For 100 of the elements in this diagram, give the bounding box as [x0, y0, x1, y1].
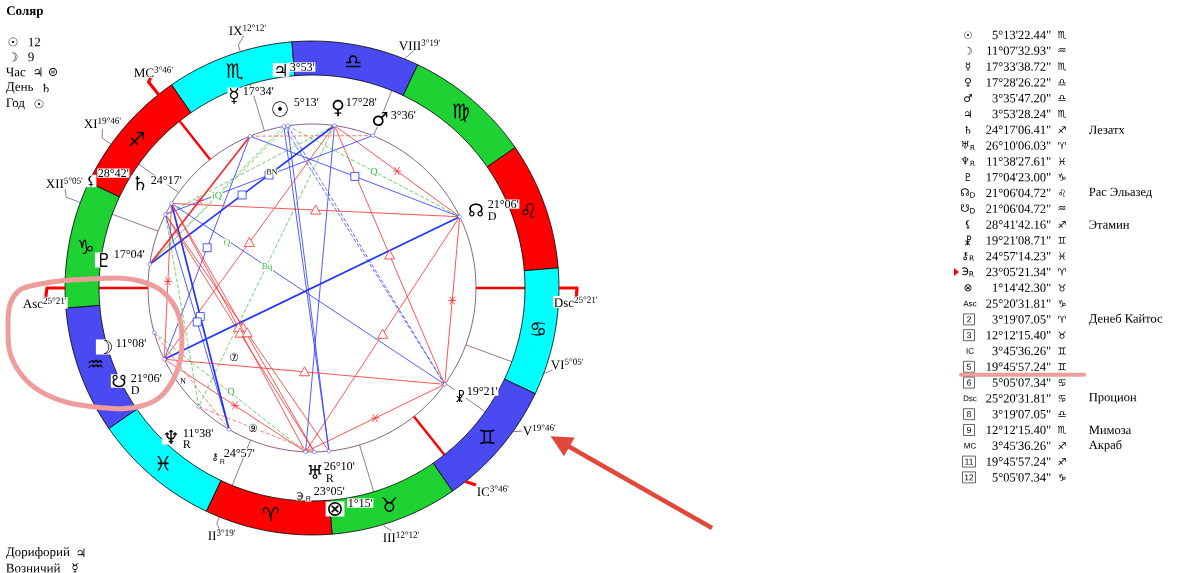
cusp-line — [404, 50, 414, 60]
sign-symbol: ♊ — [1058, 347, 1066, 355]
planet-symbol: ♄ — [43, 83, 49, 93]
motion-letter: R — [325, 473, 335, 483]
degree-label: 24°17' — [150, 175, 183, 185]
planet-symbol: ♇ — [965, 173, 971, 182]
cusp-line — [465, 480, 477, 487]
cusp-line — [147, 77, 160, 96]
point-abbreviation: MC — [964, 442, 976, 449]
position-value: 11°38'27.61" — [987, 157, 1051, 166]
point-symbol: ⊜ — [49, 68, 57, 76]
aspect-label: iQ — [211, 191, 223, 201]
position-value: 25°20'31.81" — [986, 394, 1051, 403]
position-value: 3°45'36.26" — [992, 441, 1051, 451]
sign-symbol: ♋ — [1058, 379, 1066, 386]
cusp-line — [383, 524, 392, 532]
aspect-label: N — [179, 377, 187, 385]
sign-symbol: ♏ — [1057, 62, 1067, 71]
sign-symbol: ♋ — [1058, 395, 1066, 402]
position-value: 26°10'06.03" — [986, 141, 1051, 150]
planet-symbol: ♃ — [77, 548, 85, 558]
star-name: Денеб Кайтос — [1088, 313, 1163, 326]
sign-symbol: ♒ — [1058, 47, 1066, 53]
motion-letter: D — [487, 211, 498, 221]
sign-symbol: ♏ — [1057, 425, 1067, 435]
planet-symbol: ☊$_{D}$ — [960, 188, 975, 198]
position-value: 19°45'57.24" — [986, 457, 1051, 466]
position-value: 19°21'08.71" — [986, 236, 1051, 245]
position-value: 1°14'42.30" — [993, 283, 1051, 293]
node-symbol: ☊ — [467, 202, 485, 218]
planet-symbol: ☉ — [964, 31, 972, 39]
star-name: Рас Эльазед — [1089, 187, 1152, 199]
planet-symbol: ☿ — [965, 62, 971, 71]
sign-symbol: ♊ — [1058, 363, 1066, 371]
numbered-box: 12 — [962, 471, 976, 484]
position-value: 3°19'07.05" — [992, 315, 1051, 324]
planet-symbol: ♃ — [34, 67, 42, 77]
motion-letter: D — [130, 385, 141, 395]
position-value: 17°04'23.00" — [986, 172, 1051, 182]
degree-label: 3°53' — [289, 62, 316, 72]
planet-symbol: ☋$_{D}$ — [960, 204, 975, 214]
circled-number: ⑦ — [228, 352, 240, 362]
position-value: 5°05'07.34" — [992, 473, 1051, 482]
sign-symbol: ♌ — [1058, 189, 1066, 197]
position-value: 21°06'04.72" — [986, 188, 1051, 198]
position-value: 5°13'22.44" — [992, 30, 1051, 40]
info-label: Час — [5, 67, 26, 77]
cusp-line — [216, 516, 220, 530]
position-value: 21°06'04.72" — [986, 204, 1051, 214]
sign-symbol: ♑ — [1058, 473, 1066, 482]
numbered-box: 5 — [963, 361, 975, 373]
cusp-line — [238, 35, 245, 52]
sign-symbol: ♒ — [1058, 205, 1066, 211]
numbered-box: 2 — [963, 313, 975, 326]
position-value: 5°05'07.34" — [992, 378, 1051, 387]
planet-symbol: ☉ — [8, 37, 18, 47]
sign-symbol: ♈ — [1057, 315, 1067, 324]
position-value: 17°28'26.22" — [986, 78, 1051, 87]
planet-symbol: ⚸ — [965, 220, 970, 230]
position-value: 25°20'31.81" — [986, 299, 1051, 308]
title: Соляр — [6, 6, 43, 18]
position-value: 3°53'28.24" — [992, 109, 1051, 119]
planet-symbol: ♀ — [965, 77, 971, 87]
degree-label: 21°06' — [487, 199, 520, 209]
cusp-label: Dsc$^{25°21'}$ — [553, 296, 599, 308]
position-value: 12°12'15.40" — [986, 425, 1051, 435]
sign-symbol: ♊ — [1058, 236, 1066, 245]
cusp-line — [101, 128, 112, 145]
numbered-box: 11 — [962, 455, 976, 468]
position-value: 24°57'14.23" — [986, 251, 1051, 261]
planet-symbol: ☉ — [34, 99, 44, 109]
number-label: 12 — [28, 37, 41, 47]
degree-label: 5°13' — [293, 97, 320, 107]
position-value: 28°41'42.16" — [986, 220, 1051, 229]
info-label: Год — [6, 98, 25, 110]
point-symbol: ⚷ — [210, 452, 220, 462]
position-value: 3°45'36.26" — [992, 346, 1051, 356]
aspect-label: Bq — [261, 262, 273, 272]
info-label: Возничий — [6, 563, 61, 573]
sign-symbol: ♑ — [1058, 173, 1066, 181]
cusp-line — [64, 188, 81, 203]
motion-letter: R — [182, 439, 192, 449]
planet-symbol: ☽ — [967, 46, 972, 55]
sign-symbol: ♑ — [1058, 299, 1066, 308]
position-value: 12°12'15.40" — [986, 330, 1051, 340]
planet-symbol: ☧ — [964, 235, 972, 246]
planet-symbol: ♂ — [964, 94, 972, 103]
planet-symbol: ♆$_{R}$ — [961, 156, 975, 167]
cusp-line — [543, 369, 553, 374]
numbered-box: 6 — [963, 376, 975, 389]
aspect-label: BN — [265, 168, 279, 176]
degree-label: 24°57' — [223, 448, 256, 458]
circled-number: ⑨ — [247, 423, 259, 433]
number-label: 9 — [28, 52, 34, 62]
degree-label: 28°42' — [97, 168, 130, 178]
planet-symbol: ⚷$_{R}$ — [963, 251, 974, 261]
position-value: 17°33'38.72" — [986, 62, 1051, 71]
info-label: Дорифорий — [5, 547, 70, 559]
sign-symbol: ♐ — [1058, 457, 1066, 466]
sign-symbol: ♉ — [1058, 284, 1066, 292]
